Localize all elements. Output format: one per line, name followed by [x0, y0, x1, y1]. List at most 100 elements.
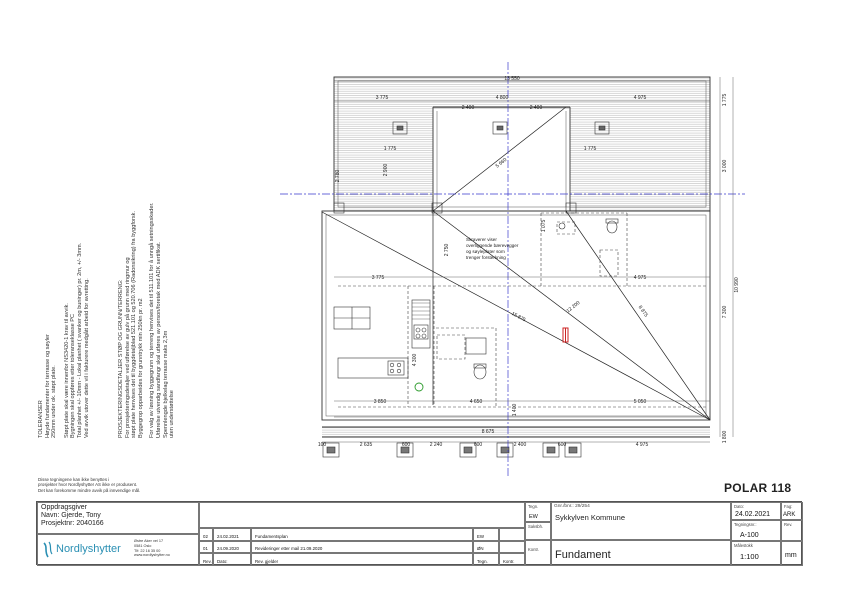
note-line: For valg av løsning byggegrunn og terren…	[149, 202, 156, 438]
revision-label: Rev.	[784, 522, 793, 527]
note-line: 250mm under ok. støpt plate.	[51, 365, 58, 438]
diagonal-line	[565, 210, 711, 421]
annotation-text: Skraverer viser	[466, 237, 497, 242]
revision-table: 02 24.02.2021 Fundamentsplan EW 01 24.09…	[199, 502, 525, 566]
note-heading: TOLERANSER	[38, 400, 44, 438]
dim-text: 2 635	[360, 442, 373, 448]
unit-value: mm	[785, 552, 797, 559]
dim-text: 12 200	[566, 300, 582, 314]
revision-block: Rev.	[781, 520, 803, 541]
rev-sign: ØN	[477, 546, 484, 551]
note-line: Bygningen skal oppføres etter toleransek…	[70, 313, 77, 438]
dim-text: 3 850	[374, 399, 387, 405]
drawing-number-label: Tegningsnr.:	[734, 522, 757, 527]
dim-text: 2 750	[444, 244, 450, 257]
note-line: Total planhet +/- 10mm - Lokal planhet (…	[76, 242, 83, 438]
note-line: For prosjekteringsdetaljer ved utførelse…	[124, 257, 131, 438]
rev-description: Revideringer etter mail 21.09.2020	[255, 546, 323, 551]
dim-text: 2 900	[383, 164, 389, 177]
project-notes: PROSJEKTERINGSDETALJER STØP OG GRUNN/TER…	[118, 202, 176, 438]
checked-by: Kontr.	[525, 540, 551, 566]
dim-text: 5 050	[634, 399, 647, 405]
discipline-value: ARK	[783, 512, 796, 518]
company-address: 0581 Oslo	[134, 543, 152, 548]
note-line: Byggegrop opparbeides for grunntrykk min…	[137, 298, 144, 438]
drawn-by: Tegn. EW	[525, 502, 551, 522]
dim-text: 3 775	[376, 95, 389, 101]
annotation-text: overliggende bærevegger	[466, 243, 519, 248]
case-handler-label: Saksbh.	[528, 524, 544, 529]
rev-header: Rev. gjelder	[255, 559, 279, 564]
dim-text: 600	[402, 442, 411, 448]
note-line: Ved avvik utover dette vil i fakturere m…	[83, 278, 90, 438]
disclaimer-line: Det kan forekomme mindre avvik på innven…	[38, 487, 141, 493]
drawn-by-label: Tegn.	[528, 504, 539, 509]
note-line: Utførelse utvendig sandfangr skal utføre…	[155, 241, 162, 438]
rev-header: Dato:	[217, 559, 228, 564]
dim-text: 1 775	[584, 146, 597, 152]
note-line: uten understøttelse	[169, 390, 176, 438]
client-info: Oppdragsgiver Navn: Gjerde, Tony Prosjek…	[37, 502, 199, 534]
dim-text: 2 400	[530, 105, 543, 111]
drawn-by-value: EW	[529, 514, 538, 520]
drawing-number-block: Tegningsnr.: A-100	[731, 520, 781, 541]
hatch-bottom-strip	[322, 427, 710, 437]
rev-header: Tegn.	[477, 559, 488, 564]
dim-text: 2 400	[462, 105, 475, 111]
disclaimer-line: Disse tegningene kan ikke benyttes i	[38, 477, 110, 482]
company-logo-block: Nordlyshytter Østre Aker vei 17 0581 Osl…	[37, 534, 199, 566]
note-heading: PROSJEKTERINGSDETALJER STØP OG GRUNN/TER…	[118, 279, 124, 438]
title-block: Oppdragsgiver Navn: Gjerde, Tony Prosjek…	[36, 501, 803, 566]
municipality: Sykkylven Kommune	[555, 513, 626, 522]
dim-text: 5 660	[495, 157, 509, 170]
drawing-title: POLAR 118	[724, 481, 792, 495]
dim-text: 7 300	[722, 306, 728, 319]
property-label: Gnr./bnr.: 29/254	[554, 504, 590, 509]
dim-text: 600	[558, 442, 567, 448]
note-line: Høyde fundamenter for terrasse og søyler	[44, 334, 51, 438]
rev-header: Rev.	[203, 559, 212, 564]
rev-date: 24.02.2021	[217, 534, 239, 539]
company-phone: Tlf: 22 16 35 00	[134, 548, 161, 553]
diagonal-line	[321, 211, 711, 421]
rev-description: Fundamentsplan	[255, 534, 288, 539]
dim-text: 1 800	[722, 431, 728, 444]
note-line: Støpt plate skal være innenfor NS3420-1 …	[63, 303, 70, 438]
scale-block: Målestokk 1:100	[731, 541, 781, 566]
disclaimer: Disse tegningene kan ikke benyttes i pro…	[38, 477, 140, 493]
dim-text: 1 400	[512, 404, 518, 417]
company-web: www.nordlyshytter.no	[134, 553, 170, 558]
dim-text: 2 400	[514, 442, 527, 448]
date-value: 24.02.2021	[735, 511, 771, 518]
checked-by-label: Kontr.	[528, 547, 539, 552]
diagonal-line	[432, 106, 567, 212]
drawing-name-block: Fundament	[551, 540, 731, 566]
dim-text: 3 000	[722, 160, 728, 173]
scale-value: 1:100	[740, 552, 759, 561]
note-line: støpt plate henvises det til byggdetaljb…	[131, 211, 138, 438]
client-label: Oppdragsgiver	[41, 504, 87, 511]
dim-text: 8 675	[482, 429, 495, 435]
case-handler: Saksbh.	[525, 522, 551, 540]
aurora-logo-icon	[43, 541, 53, 558]
company-address: Østre Aker vei 17	[134, 539, 164, 543]
dim-text: 1 775	[722, 94, 728, 107]
dim-text: 4 650	[470, 399, 483, 405]
disclaimer-line: prosjekter hvor Nordlyshytter AS ikke er…	[38, 482, 138, 488]
dim-text: 4 975	[636, 442, 649, 448]
drawing-name: Fundament	[555, 549, 611, 561]
tolerance-notes: TOLERANSER Høyde fundamenter for terrass…	[38, 243, 90, 438]
date-label: Dato:	[734, 504, 745, 509]
dim-text: 4 975	[634, 275, 647, 281]
annotation-text: trenger forsterkning	[466, 255, 506, 260]
drawing-number-value: A-100	[740, 532, 759, 539]
unit-block: mm	[781, 541, 803, 566]
dim-text: 10 990	[734, 277, 740, 293]
dim-text: 4 800	[496, 95, 509, 101]
green-marker	[414, 382, 424, 392]
dim-text: 4 975	[634, 95, 647, 101]
client-name: Navn: Gjerde, Tony	[41, 512, 101, 519]
discipline-label: Fag:	[784, 504, 793, 509]
hatch-top-strip	[334, 77, 710, 107]
scale-label: Målestokk	[734, 543, 753, 548]
